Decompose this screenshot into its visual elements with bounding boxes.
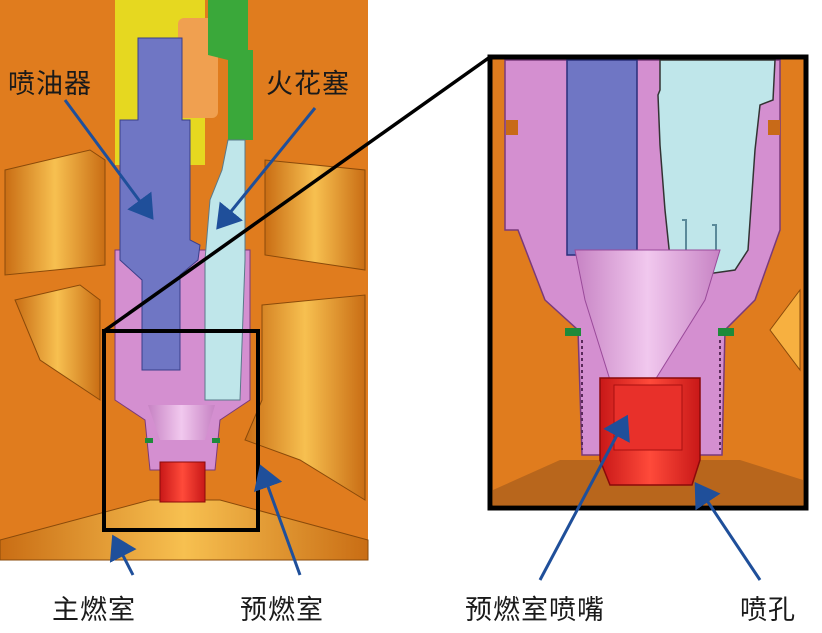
label-prechamber: 预燃室	[240, 595, 324, 626]
arrow-spark-plug	[216, 107, 317, 230]
arrow-prechamber-nozzle	[538, 414, 630, 581]
label-nozzle-hole: 喷孔	[740, 595, 796, 626]
zoomed-port	[769, 288, 801, 372]
label-prechamber-nozzle: 预燃室喷嘴	[465, 595, 605, 626]
prechamber-nozzle	[159, 461, 206, 503]
port-left-upper	[4, 149, 106, 276]
spark-plug-terminal	[208, 0, 253, 140]
arrow-injector	[63, 99, 154, 220]
threads	[581, 340, 721, 450]
spark-electrodes	[682, 219, 717, 255]
label-spark-plug: 火花塞	[266, 69, 350, 100]
nozzle-cavity	[613, 384, 683, 451]
label-injector: 喷油器	[8, 69, 92, 100]
port-right-lower	[244, 294, 366, 501]
zoom-box	[102, 329, 260, 532]
arrow-nozzle-hole	[694, 482, 762, 581]
zoomed-seal-right	[718, 328, 734, 336]
port-left-lower	[14, 284, 101, 401]
seal-right	[212, 438, 220, 443]
zoom-connector-line	[102, 55, 492, 333]
prechamber-funnel	[148, 405, 215, 440]
seal-left	[145, 438, 153, 443]
zoomed-injector	[566, 59, 638, 256]
arrow-prechamber	[254, 464, 302, 576]
right-zoomed-section	[487, 54, 809, 511]
left-cross-section	[0, 0, 369, 561]
port-right-upper	[264, 159, 366, 271]
label-main-chamber: 主燃室	[52, 595, 136, 626]
notch-right	[768, 120, 780, 135]
notch-left	[506, 120, 518, 135]
arrow-main-chamber	[109, 534, 137, 576]
zoomed-seal-left	[565, 328, 581, 336]
annotation-arrows	[63, 99, 762, 581]
zoomed-frame	[487, 54, 809, 511]
